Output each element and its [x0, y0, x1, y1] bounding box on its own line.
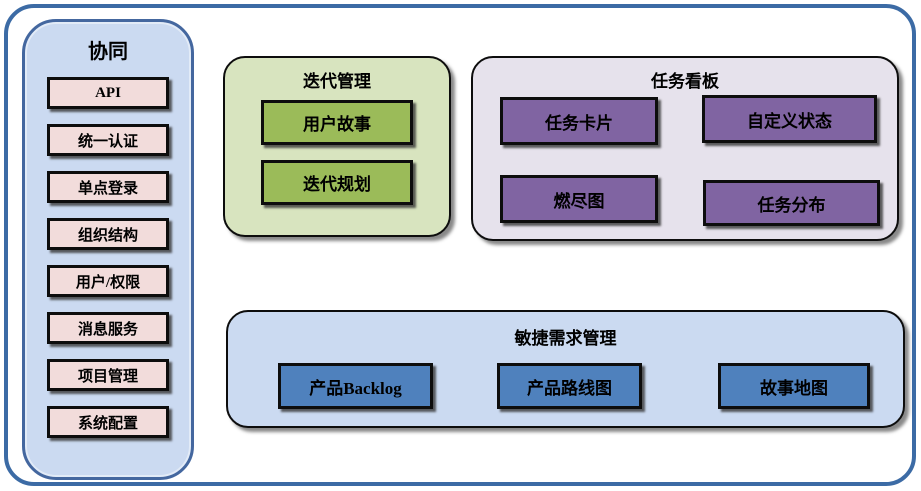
agile-requirements-title: 敏捷需求管理	[514, 329, 617, 348]
task-board-group: 任务看板 任务卡片自定义状态燃尽图任务分布	[471, 56, 899, 241]
card-task-distribution: 任务分布	[703, 180, 880, 226]
collaboration-panel: 协同 API 统一认证单点登录组织结构用户/权限消息服务项目管理系统配置	[22, 19, 194, 480]
sidebar-item-unified-auth: 统一认证	[47, 124, 169, 156]
card-product-backlog: 产品Backlog	[278, 363, 433, 409]
card-task-card: 任务卡片	[500, 97, 658, 145]
sidebar-item-api: API	[47, 77, 169, 109]
sidebar-item-user-permissions: 用户/权限	[47, 265, 169, 297]
diagram-outer-frame: 协同 API 统一认证单点登录组织结构用户/权限消息服务项目管理系统配置 迭代管理…	[4, 4, 916, 486]
card-burndown-chart: 燃尽图	[500, 175, 658, 223]
collaboration-panel-title: 协同	[88, 41, 128, 63]
task-board-cards: 任务卡片自定义状态燃尽图任务分布	[473, 58, 897, 239]
sidebar-item-sso: 单点登录	[47, 171, 169, 203]
card-product-roadmap: 产品路线图	[497, 363, 642, 409]
collaboration-panel-items: API 统一认证单点登录组织结构用户/权限消息服务项目管理系统配置	[25, 77, 191, 438]
card-custom-status: 自定义状态	[702, 95, 877, 143]
iteration-management-group: 迭代管理 用户故事迭代规划	[223, 56, 451, 237]
iteration-management-cards: 用户故事迭代规划	[225, 58, 449, 235]
sidebar-item-org-structure: 组织结构	[47, 218, 169, 250]
sidebar-item-project-management: 项目管理	[47, 359, 169, 391]
sidebar-item-system-config: 系统配置	[47, 406, 169, 438]
agile-requirements-cards: 产品Backlog 产品路线图 故事地图	[228, 312, 903, 426]
sidebar-item-message-service: 消息服务	[47, 312, 169, 344]
card-iteration-planning: 迭代规划	[261, 160, 413, 205]
agile-requirements-group: 敏捷需求管理 产品Backlog 产品路线图 故事地图	[226, 310, 905, 428]
card-user-story: 用户故事	[261, 100, 413, 145]
task-board-title: 任务看板	[651, 72, 719, 91]
card-story-map: 故事地图	[718, 363, 870, 409]
iteration-management-title: 迭代管理	[303, 72, 371, 91]
